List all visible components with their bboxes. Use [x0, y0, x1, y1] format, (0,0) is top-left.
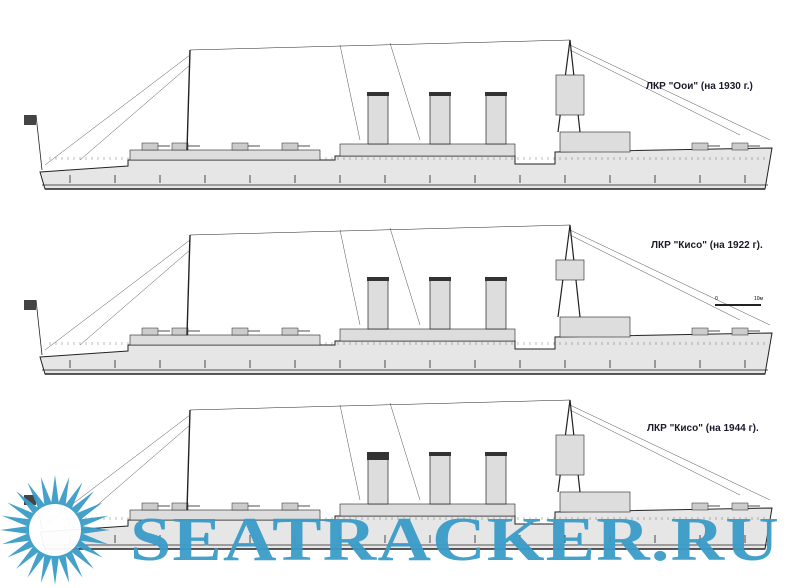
scale-start: 0	[715, 296, 718, 302]
foremast	[186, 409, 191, 511]
forward-deckhouse	[129, 149, 321, 161]
sun-center	[29, 504, 81, 556]
stay-wire	[569, 234, 741, 321]
bridge	[559, 131, 631, 153]
gun-turret	[141, 502, 159, 511]
scale-end: 10м	[754, 296, 763, 302]
ensign-flag	[24, 115, 36, 125]
stay-wire	[79, 249, 191, 346]
funnel-cap	[367, 277, 389, 281]
funnel	[429, 94, 451, 145]
gun-turret	[171, 327, 189, 336]
bridge	[559, 316, 631, 338]
gun-turret	[731, 327, 749, 336]
antenna-lead	[389, 227, 421, 326]
gun-turret	[231, 142, 249, 151]
antenna-wire	[189, 224, 571, 236]
funnel-cap	[485, 277, 507, 281]
gun-turret	[231, 327, 249, 336]
gun-turret	[691, 327, 709, 336]
funnel-cap	[429, 452, 451, 456]
ensign-flag	[24, 495, 36, 505]
stay-wire	[44, 54, 191, 166]
foremast	[186, 234, 191, 336]
mast-platform	[555, 434, 585, 476]
watermark-logo: SEATRACKER.RU	[0, 475, 780, 585]
funnel	[367, 454, 389, 505]
flagstaff	[35, 114, 43, 171]
forward-deckhouse	[129, 509, 321, 521]
mast-platform	[555, 74, 585, 116]
funnel	[485, 279, 507, 330]
gun-turret	[281, 502, 299, 511]
antenna-lead	[389, 402, 421, 501]
antenna-lead	[339, 404, 361, 501]
gun-turret	[231, 502, 249, 511]
funnel	[367, 94, 389, 145]
funnel-cap	[367, 452, 389, 460]
stay-wire	[79, 424, 191, 521]
midship-deckhouse	[339, 143, 516, 157]
antenna-lead	[339, 229, 361, 326]
scale-bar: 0 10м	[715, 296, 763, 310]
funnel-cap	[485, 92, 507, 96]
funnel	[429, 279, 451, 330]
foremast	[186, 49, 191, 151]
gun-turret	[141, 142, 159, 151]
funnel-cap	[429, 92, 451, 96]
funnel	[485, 94, 507, 145]
antenna-lead	[389, 42, 421, 141]
stay-wire	[569, 409, 741, 496]
gun-turret	[171, 502, 189, 511]
ensign-flag	[24, 300, 36, 310]
gun-turret	[731, 502, 749, 511]
funnel	[367, 279, 389, 330]
gun-turret	[281, 142, 299, 151]
midship-deckhouse	[339, 503, 516, 517]
ship-profile-1930	[24, 39, 773, 190]
gun-turret	[691, 502, 709, 511]
title-kiso-1922: ЛКР "Кисо" (на 1922 г).	[651, 240, 763, 251]
gun-turret	[691, 142, 709, 151]
gun-turret	[171, 142, 189, 151]
stay-wire	[79, 64, 191, 161]
watermark-text: SEATRACKER.RU	[130, 506, 780, 574]
title-ooi-1930: ЛКР "Оои" (на 1930 г.)	[646, 81, 753, 92]
antenna-wire	[189, 399, 571, 411]
ship-profile-1944	[24, 399, 773, 550]
midship-deckhouse	[339, 328, 516, 342]
stay-wire	[569, 49, 741, 136]
gun-turret	[731, 142, 749, 151]
funnel	[485, 454, 507, 505]
flagstaff	[35, 299, 43, 356]
gun-turret	[281, 327, 299, 336]
funnel	[429, 454, 451, 505]
funnel-cap	[485, 452, 507, 456]
stay-wire	[44, 239, 191, 351]
stay-wire	[569, 44, 771, 141]
title-kiso-1944: ЛКР "Кисо" (на 1944 г).	[647, 423, 759, 434]
stay-wire	[569, 404, 771, 501]
forward-deckhouse	[129, 334, 321, 346]
antenna-wire	[189, 39, 571, 51]
antenna-lead	[339, 44, 361, 141]
funnel-cap	[367, 92, 389, 96]
ship-profile-1922	[24, 224, 773, 375]
stay-wire	[569, 229, 771, 326]
gun-turret	[141, 327, 159, 336]
bridge	[559, 491, 631, 513]
mast-platform	[555, 259, 585, 281]
funnel-cap	[429, 277, 451, 281]
